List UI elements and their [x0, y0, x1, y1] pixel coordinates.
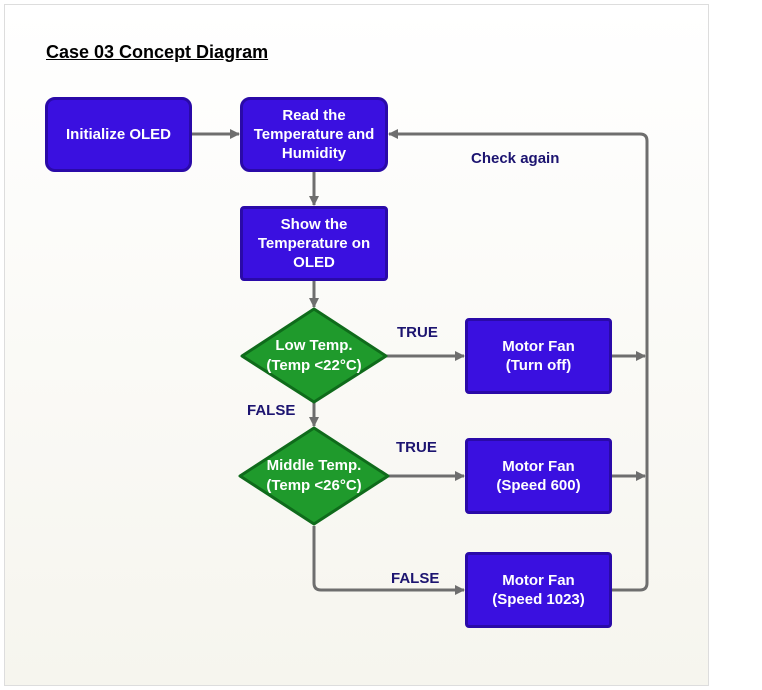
label-middle-false: FALSE — [391, 570, 440, 587]
label-low-false: FALSE — [247, 402, 296, 419]
page-title: Case 03 Concept Diagram — [46, 42, 269, 62]
node-motor-fan-off: Motor Fan (Turn off) — [465, 318, 612, 394]
loop-back-line — [388, 129, 649, 592]
label-check-again: Check again — [471, 150, 560, 167]
decision-middle-temp-shape — [238, 426, 390, 526]
decision-low-temp-label: Low Temp. (Temp <22°C) — [266, 337, 362, 374]
node-motor-fan-1023: Motor Fan (Speed 1023) — [465, 552, 612, 628]
label-low-true: TRUE — [397, 324, 438, 341]
decision-middle-temp-label: Middle Temp. (Temp <26°C) — [266, 457, 362, 494]
node-read-temperature: Read the Temperature and Humidity — [240, 97, 388, 172]
node-motor-fan-600: Motor Fan (Speed 600) — [465, 438, 612, 514]
node-show-temperature: Show the Temperature on OLED — [240, 206, 388, 281]
node-initialize-oled: Initialize OLED — [45, 97, 192, 172]
decision-low-temp-shape — [240, 307, 388, 404]
label-middle-true: TRUE — [396, 439, 437, 456]
arrow-middle-false — [312, 526, 465, 595]
